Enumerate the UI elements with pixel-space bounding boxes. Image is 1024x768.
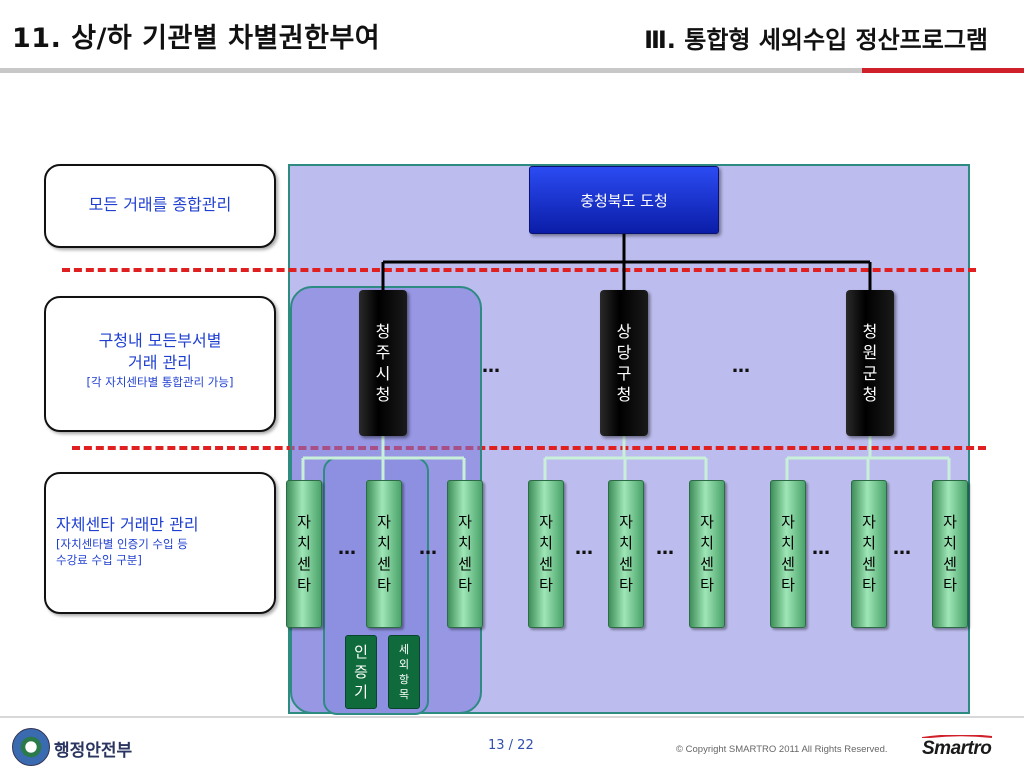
- community-center-node: 자치센타: [286, 480, 322, 628]
- provincial-office-node: 충청북도 도청: [529, 166, 719, 234]
- page-number: 13 / 22: [488, 738, 534, 753]
- ellipsis: …: [893, 538, 911, 559]
- community-center-node: 자치센타: [447, 480, 483, 628]
- level-3-sub: [자치센타별 인증기 수입 등 수강료 수입 구분]: [56, 537, 188, 567]
- footer-divider: [0, 716, 1024, 718]
- government-emblem-icon: [12, 728, 50, 766]
- ellipsis: …: [482, 356, 500, 377]
- community-center-node: 자치센타: [689, 480, 725, 628]
- section-title: Ⅲ. 통합형 세외수입 정산프로그램: [644, 26, 988, 54]
- level-2-description: 구청내 모든부서별 거래 관리 [각 자치센타별 통합관리 가능]: [44, 296, 276, 432]
- non-tax-item-box: 세외항목: [388, 635, 420, 709]
- community-center-node: 자치센타: [528, 480, 564, 628]
- page-title: 11. 상/하 기관별 차별권한부여: [12, 23, 381, 54]
- ellipsis: …: [656, 538, 674, 559]
- ministry-name: 행정안전부: [54, 741, 133, 761]
- ellipsis: …: [812, 538, 830, 559]
- level-1-description: 모든 거래를 종합관리: [44, 164, 276, 248]
- district-node-sangdang: 상당구청: [600, 290, 648, 436]
- district-node-cheongju: 청주시청: [359, 290, 407, 436]
- level-1-main: 모든 거래를 종합관리: [88, 195, 232, 214]
- community-center-node: 자치센타: [932, 480, 968, 628]
- level-3-main: 자체센타 거래만 관리: [56, 515, 199, 534]
- ellipsis: …: [338, 538, 356, 559]
- level-2-main: 구청내 모든부서별 거래 관리: [98, 331, 222, 372]
- brand-logo: Smartro: [922, 738, 992, 759]
- district-node-cheongwon: 청원군청: [846, 290, 894, 436]
- ellipsis: …: [419, 538, 437, 559]
- community-center-node: 자치센타: [366, 480, 402, 628]
- level-divider-1: [62, 268, 976, 272]
- brand-swoosh-icon: [922, 735, 992, 738]
- ellipsis: …: [575, 538, 593, 559]
- authenticator-box: 인증기: [345, 635, 377, 709]
- level-3-description: 자체센타 거래만 관리 [자치센타별 인증기 수입 등 수강료 수입 구분]: [44, 472, 276, 614]
- copyright: © Copyright SMARTRO 2011 All Rights Rese…: [676, 744, 888, 755]
- level-divider-2: [72, 446, 986, 450]
- community-center-node: 자치센타: [851, 480, 887, 628]
- header-divider: [0, 68, 862, 73]
- ellipsis: …: [732, 356, 750, 377]
- level-2-sub: [각 자치센타별 통합관리 가능]: [86, 375, 234, 389]
- header-accent-bar: [862, 68, 1024, 73]
- community-center-node: 자치센타: [608, 480, 644, 628]
- community-center-node: 자치센타: [770, 480, 806, 628]
